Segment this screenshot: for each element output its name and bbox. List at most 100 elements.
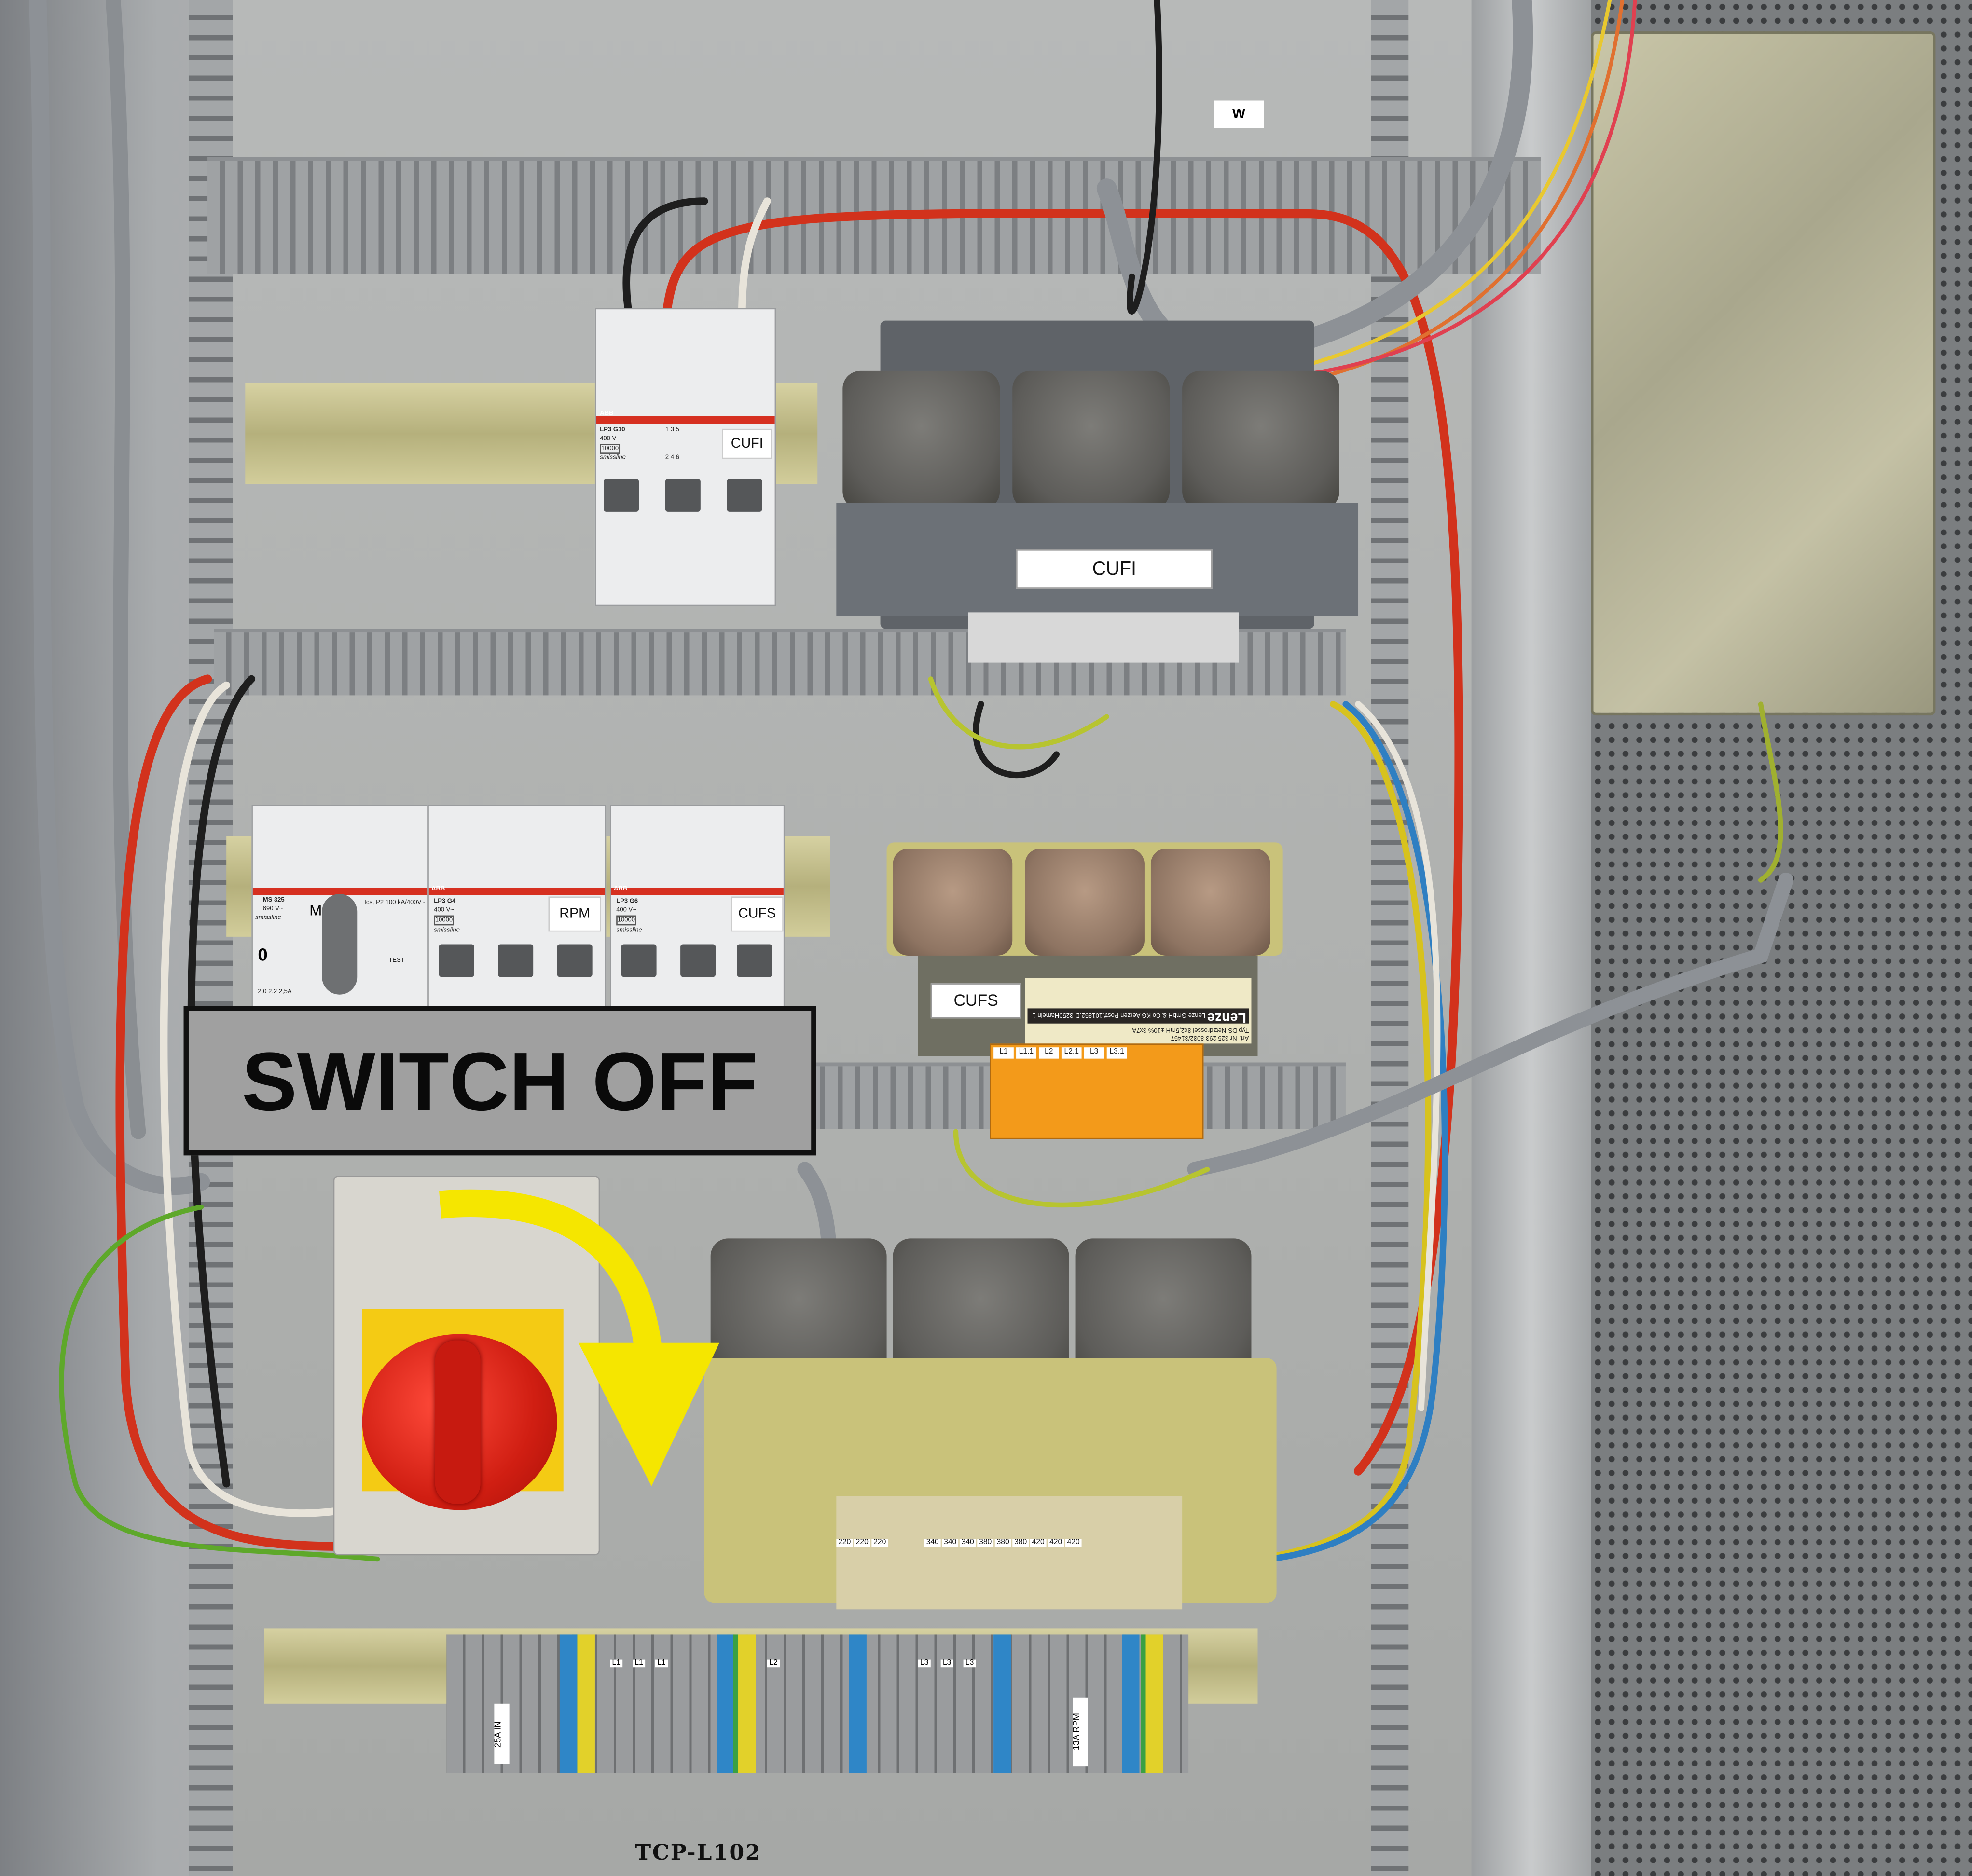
tap-label: 380 [994, 1539, 1011, 1547]
coil [1025, 849, 1145, 956]
toggle-lever[interactable] [680, 944, 716, 977]
tap-label: 220 [871, 1539, 888, 1547]
current-range: 2,0 2,2 2,5A [258, 988, 292, 996]
breaker-voltage: 400 V~ [434, 906, 454, 914]
poles-bottom: 2 4 6 [665, 453, 679, 462]
white-wire-loop [160, 681, 356, 1517]
terminal-label: L1 [655, 1659, 668, 1668]
breaker-model: MS 325 [262, 896, 285, 904]
breaker-voltage: 400 V~ [600, 435, 621, 443]
terminal-label: L1,1 [1016, 1047, 1036, 1059]
terminal-label: L1 [610, 1659, 623, 1668]
coil [1012, 370, 1170, 509]
toggle-lever[interactable] [439, 944, 474, 977]
arrow-shaft [439, 1189, 662, 1347]
breaker-rating: 10000 [434, 915, 454, 926]
transformer-cufi: CUFI [836, 320, 1359, 663]
red-wire-loop [115, 674, 370, 1551]
breaker-rating: 10000 [616, 915, 636, 926]
door-frame [1471, 0, 1591, 1876]
terminal-rail: 25A IN L1 L1 L1 L2 L3 L3 L3 13A RPM [446, 1634, 1189, 1773]
terminal-label: L3 [940, 1659, 953, 1668]
red-wire-right [662, 209, 1463, 1476]
coil [842, 370, 1000, 509]
multicore-wires [1318, 0, 1625, 379]
breaker-voltage: 690 V~ [262, 905, 283, 913]
choke-label: CUFS [930, 983, 1021, 1019]
orange-terminals: L1 L1,1 L2 L2,1 L3 L3,1 [990, 1043, 1204, 1139]
circuit-breaker-cufs[interactable]: ABB LP3 G6 400 V~ 10000 smissline CUFS [610, 805, 785, 1009]
tap-label: 340 [959, 1539, 976, 1547]
rotary-lever[interactable] [322, 894, 358, 995]
tap-label: 380 [977, 1539, 994, 1547]
coil [893, 849, 1013, 956]
abb-logo: ABB [431, 885, 445, 893]
breaker-label: CUFS [731, 896, 784, 932]
white-wire-right [1355, 701, 1441, 1411]
terminal-label: L2,1 [1061, 1047, 1082, 1059]
terminal-block [968, 612, 1239, 663]
main-isolator-switch[interactable] [333, 1176, 600, 1556]
neutral-terminal [559, 1634, 578, 1773]
neutral-terminal [849, 1634, 867, 1773]
terminal-label: L2 [767, 1659, 780, 1668]
breaker-rating: 10000 [600, 444, 620, 454]
terminal-label: L2 [1038, 1047, 1059, 1059]
terminal-label: L3 [963, 1659, 976, 1668]
arrow-head [578, 1342, 719, 1486]
wire-tag: W [1214, 100, 1264, 128]
handle-grip[interactable] [435, 1340, 481, 1504]
series-name: smissline [255, 914, 281, 922]
cabinet-tag: TCP-L102 [635, 1840, 762, 1866]
series-name: smissline [434, 926, 460, 934]
yellow-green-wire-right [1254, 701, 1432, 1562]
tap-label: 420 [1030, 1539, 1047, 1547]
neutral-terminal [1121, 1634, 1140, 1773]
grey-cable-left [28, 0, 210, 1195]
terminal-label: L3,1 [1106, 1047, 1127, 1059]
line-choke-cufs: CUFS Art.-Nr 325 293 3032/31457 Typ DS-N… [886, 792, 1283, 1139]
breaker-model: LP3 G6 [616, 898, 638, 905]
switch-off-label: SWITCH OFF [183, 1006, 816, 1156]
tap-label: 220 [836, 1539, 853, 1547]
breaker-voltage: 400 V~ [616, 906, 636, 914]
tap-label: 420 [1048, 1539, 1064, 1547]
white-wire-top [738, 197, 771, 318]
tap-label: 380 [1012, 1539, 1029, 1547]
toggle-lever[interactable] [737, 944, 772, 977]
grey-cable-to-door [1187, 872, 1793, 1177]
motor-protection-switch[interactable]: MS 325 690 V~ smissline MP Ics, P2 100 k… [251, 805, 430, 1009]
toggle-lever[interactable] [727, 479, 762, 512]
toggle-lever[interactable] [665, 479, 701, 512]
coil [1182, 370, 1339, 509]
tap-label: 340 [942, 1539, 959, 1547]
neutral-terminal [993, 1634, 1011, 1773]
breaker-label: CUFI [722, 428, 772, 459]
poles-top: 1 3 5 [665, 426, 679, 434]
toggle-lever[interactable] [557, 944, 593, 977]
breaker-model: LP3 G10 [600, 426, 625, 434]
off-position: 0 [258, 944, 268, 965]
coil [1150, 849, 1270, 956]
circuit-breaker-cufi[interactable]: LP3 G10 400 V~ 10000 ABB smissline 1 3 5… [594, 308, 776, 606]
black-wire-top [622, 197, 708, 318]
terminal-label: L3 [918, 1659, 931, 1668]
series-name: smissline [600, 453, 626, 462]
test-label: TEST [388, 957, 405, 965]
earth-terminal [1141, 1634, 1164, 1773]
toggle-lever[interactable] [604, 479, 639, 512]
black-wire-loop [187, 675, 256, 1488]
toggle-lever[interactable] [498, 944, 534, 977]
breaker-spec: Ics, P2 100 kA/400V~ [364, 899, 425, 907]
tap-label: 340 [924, 1539, 941, 1547]
blue-wire-right [1267, 701, 1448, 1562]
circuit-breaker-rpm[interactable]: ABB LP3 G4 400 V~ 10000 smissline RPM [427, 805, 607, 1009]
toggle-lever[interactable] [621, 944, 657, 977]
tap-label: 220 [854, 1539, 870, 1547]
abb-logo: ABB [600, 410, 614, 418]
tap-label: 420 [1065, 1539, 1082, 1547]
